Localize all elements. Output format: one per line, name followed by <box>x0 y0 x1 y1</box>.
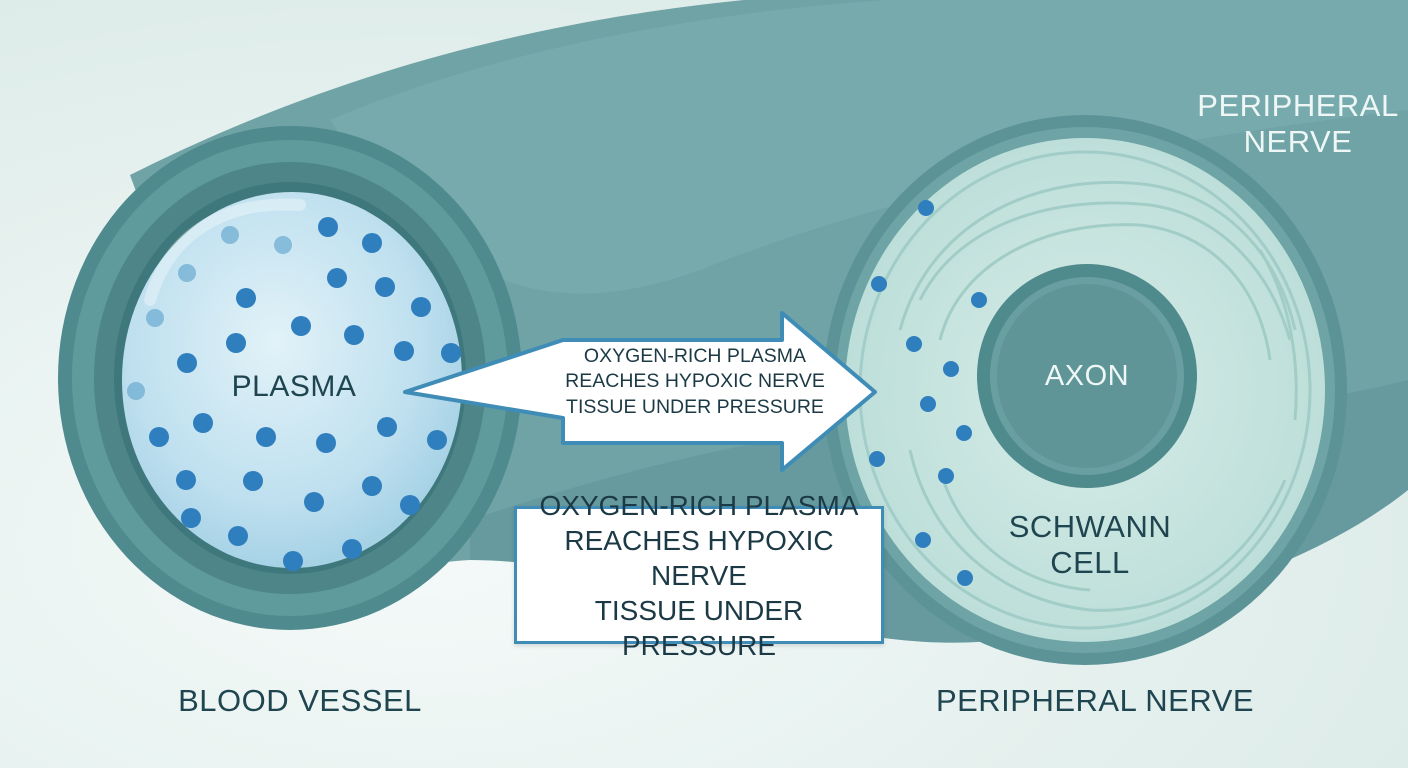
peripheral-nerve-top-label: PERIPHERAL NERVE <box>1190 88 1406 159</box>
oxygen-dot <box>193 413 213 433</box>
oxygen-dot <box>920 396 936 412</box>
box-callout: OXYGEN-RICH PLASMA REACHES HYPOXIC NERVE… <box>514 490 884 661</box>
oxygen-dot <box>871 276 887 292</box>
schwann-cell-label-line1: SCHWANN <box>1008 509 1172 544</box>
oxygen-dot <box>243 471 263 491</box>
oxygen-dot <box>394 341 414 361</box>
oxygen-dot <box>938 468 954 484</box>
oxygen-dot <box>362 476 382 496</box>
oxygen-dot <box>400 495 420 515</box>
plasma-label: PLASMA <box>231 370 357 403</box>
peripheral-nerve-top-line2: NERVE <box>1243 123 1353 159</box>
oxygen-dot <box>316 433 336 453</box>
oxygen-dot <box>127 382 145 400</box>
peripheral-nerve-bottom-label: PERIPHERAL NERVE <box>935 683 1255 718</box>
arrow-callout-text: OXYGEN-RICH PLASMA REACHES HYPOXIC NERVE… <box>560 344 830 420</box>
oxygen-dot <box>318 217 338 237</box>
oxygen-dot <box>956 425 972 441</box>
box-callout-line1: OXYGEN-RICH PLASMA <box>539 489 859 521</box>
oxygen-dot <box>177 353 197 373</box>
tube-shadow <box>330 0 1408 294</box>
oxygen-dot <box>915 532 931 548</box>
axon-label: AXON <box>1044 360 1130 392</box>
oxygen-dot <box>274 236 292 254</box>
blood-vessel-label: BLOOD VESSEL <box>178 683 422 718</box>
oxygen-dot <box>304 492 324 512</box>
oxygen-dot <box>228 526 248 546</box>
oxygen-dot <box>971 292 987 308</box>
schwann-cell-label: SCHWANN CELL <box>995 509 1185 580</box>
oxygen-dot <box>377 417 397 437</box>
oxygen-dot <box>236 288 256 308</box>
axon-core <box>997 284 1177 468</box>
oxygen-dot <box>943 361 959 377</box>
oxygen-dot <box>427 430 447 450</box>
nerve-oxygen-dots <box>869 200 987 586</box>
oxygen-dot <box>146 309 164 327</box>
oxygen-dot <box>375 277 395 297</box>
oxygen-dot <box>411 297 431 317</box>
oxygen-dot <box>149 427 169 447</box>
oxygen-dot <box>283 551 303 571</box>
oxygen-dot <box>256 427 276 447</box>
arrow-callout-line2: REACHES HYPOXIC NERVE <box>565 370 825 393</box>
peripheral-nerve-cross-section <box>823 115 1347 665</box>
oxygen-dot <box>957 570 973 586</box>
callout-arrow <box>403 311 877 472</box>
arrow-callout-line3: TISSUE UNDER PRESSURE <box>566 395 824 418</box>
oxygen-dot <box>362 233 382 253</box>
oxygen-dot <box>342 539 362 559</box>
oxygen-dot <box>869 451 885 467</box>
oxygen-dot <box>441 343 461 363</box>
oxygen-dot <box>221 226 239 244</box>
box-callout-line2: REACHES HYPOXIC NERVE <box>564 524 834 591</box>
schwann-cell-label-line2: CELL <box>1050 544 1130 580</box>
peripheral-nerve-top-line1: PERIPHERAL <box>1197 88 1399 123</box>
oxygen-dot <box>906 336 922 352</box>
oxygen-dot <box>178 264 196 282</box>
oxygen-dot <box>291 316 311 336</box>
oxygen-dot <box>181 508 201 528</box>
box-callout-line3: TISSUE UNDER PRESSURE <box>594 594 804 661</box>
oxygen-dot <box>918 200 934 216</box>
plasma-oxygen-dots <box>127 217 461 571</box>
oxygen-dot <box>344 325 364 345</box>
arrow-callout-line1: OXYGEN-RICH PLASMA <box>583 345 807 367</box>
oxygen-dot <box>226 333 246 353</box>
oxygen-dot <box>327 268 347 288</box>
oxygen-dot <box>176 470 196 490</box>
